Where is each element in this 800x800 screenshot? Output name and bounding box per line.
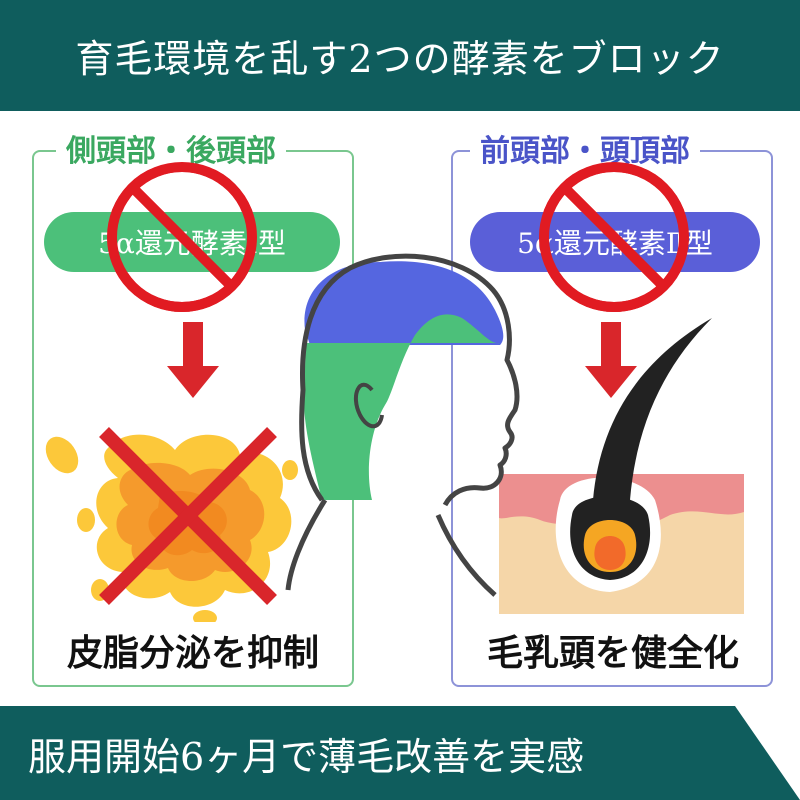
- header-banner: 育毛環境を乱す2つの酵素をブロック: [0, 0, 800, 111]
- left-panel-heading: 側頭部・後頭部: [56, 127, 286, 169]
- footer-text: 服用開始6ヶ月で薄毛改善を実感: [28, 734, 585, 779]
- enzyme-type1-badge: 5α還元酵素Ⅰ型: [44, 212, 340, 272]
- enzyme-type2-badge: 5α還元酵素Ⅱ型: [470, 212, 760, 272]
- sebum-suppression-caption: 皮脂分泌を抑制: [36, 622, 350, 678]
- header-title: 育毛環境を乱す2つの酵素をブロック: [75, 37, 725, 81]
- down-arrow-icon: [585, 322, 637, 398]
- down-arrow-icon: [167, 322, 219, 398]
- footer-banner: 服用開始6ヶ月で薄毛改善を実感: [0, 706, 800, 800]
- dermal-papilla-caption: 毛乳頭を健全化: [455, 622, 771, 678]
- hair-follicle-icon: [499, 318, 744, 614]
- head-profile-icon: [285, 253, 520, 597]
- right-panel-heading: 前頭部・頭頂部: [470, 127, 700, 169]
- cross-mark-icon: [99, 427, 277, 605]
